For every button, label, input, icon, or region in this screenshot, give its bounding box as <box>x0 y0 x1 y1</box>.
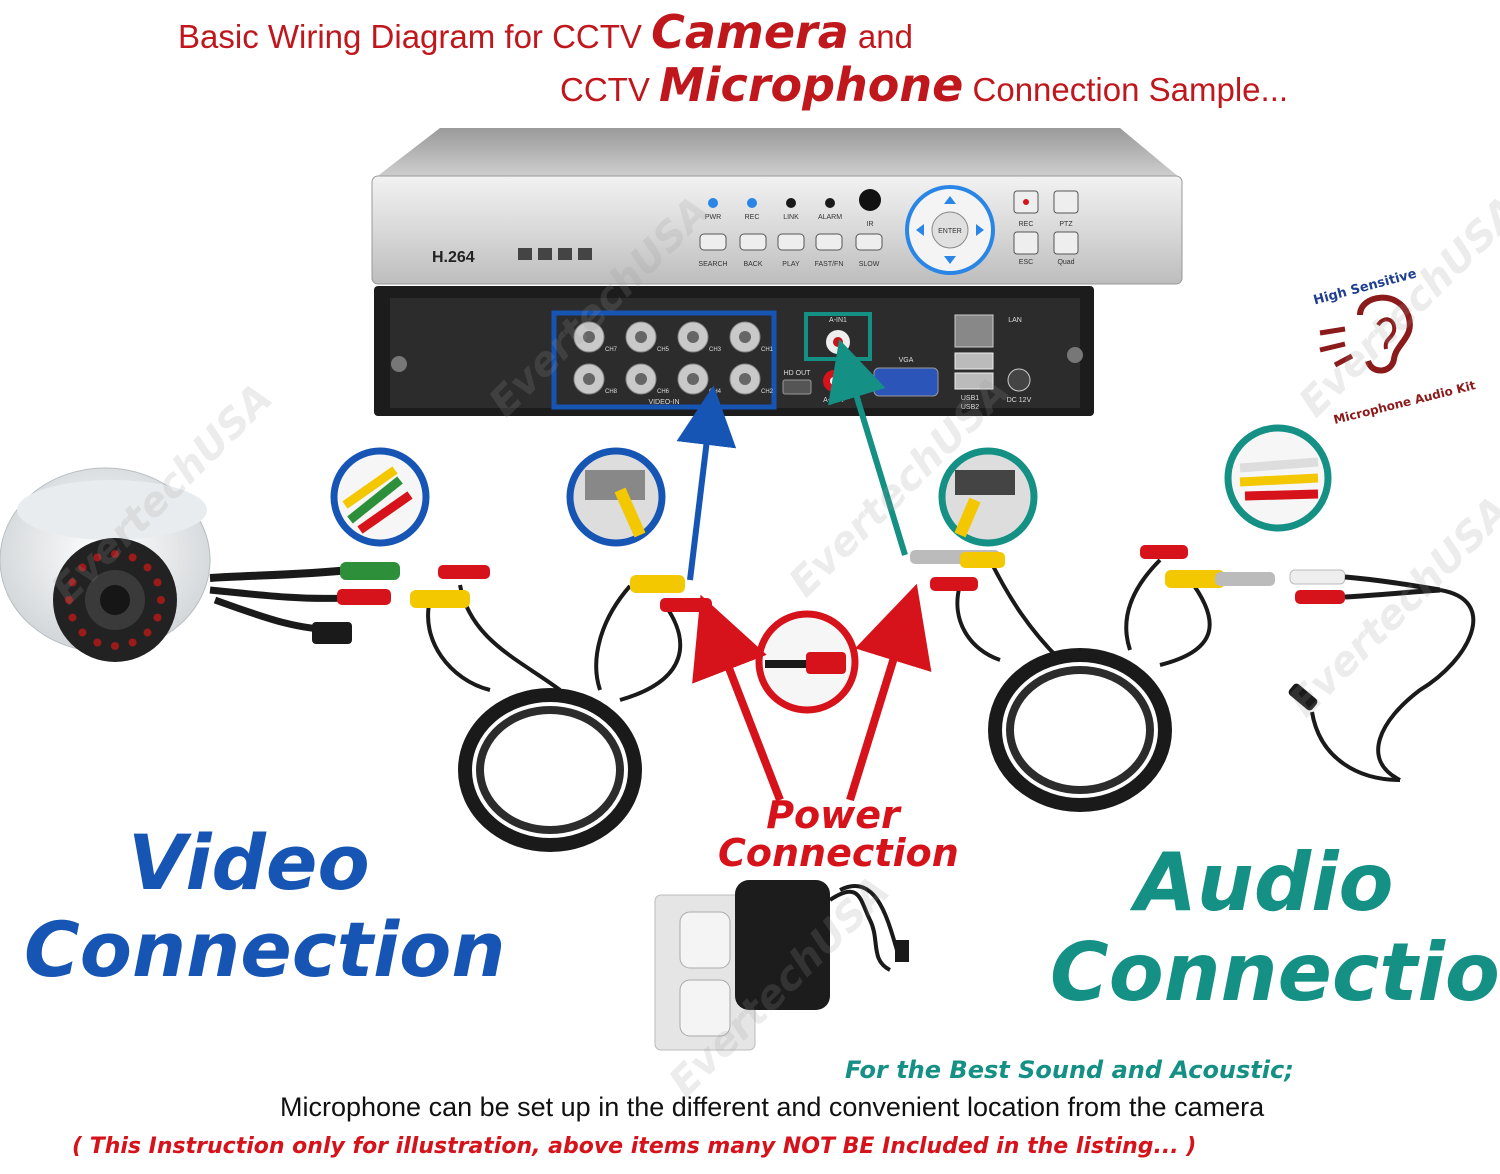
ir-led <box>69 614 77 622</box>
quad-label: Quad <box>1057 259 1074 266</box>
camera-power-plug <box>337 589 391 605</box>
lan-port <box>955 315 993 347</box>
bnc-channel-label: CH4 <box>709 389 722 395</box>
ir-led <box>111 642 119 650</box>
bnc-channel-label: CH8 <box>605 389 618 395</box>
lan-label: LAN <box>1008 317 1022 324</box>
bnc-channel-label: CH3 <box>709 347 722 353</box>
video-cable-coil <box>410 565 712 845</box>
search-label: SEARCH <box>698 261 727 268</box>
bnc-port-center <box>687 373 699 385</box>
bnc-channel-label: CH5 <box>657 347 670 353</box>
audio-label-line1: Audio <box>1135 843 1394 923</box>
esc-label: ESC <box>1019 259 1033 266</box>
watermark-5: EvertechUSA <box>1280 488 1500 726</box>
dvr-logo-1 <box>518 248 532 260</box>
bnc-port-center <box>583 373 595 385</box>
dvr-logo-2 <box>538 248 552 260</box>
power-plug-tip <box>895 940 909 962</box>
ir-sensor <box>859 189 881 211</box>
rec-led <box>747 198 757 208</box>
bnc-channel-label: CH1 <box>761 347 774 353</box>
bnc-port-center <box>635 331 647 343</box>
rec-btn-label: REC <box>1019 221 1034 228</box>
audio-in-label: A-IN1 <box>829 317 847 324</box>
alarm-led <box>825 198 835 208</box>
dvr-top-panel <box>375 128 1180 178</box>
note-microphone-location: Microphone can be set up in the differen… <box>280 1092 1264 1123</box>
bnc-channel-label: CH6 <box>657 389 670 395</box>
ir-led <box>93 638 101 646</box>
usb-port-1 <box>955 353 993 369</box>
dc-port <box>1008 369 1030 391</box>
dvr-dpad: ENTER <box>907 187 993 273</box>
ir-led <box>144 629 152 637</box>
back-label: BACK <box>743 261 762 268</box>
ir-led <box>153 614 161 622</box>
audio-out-label: A-OUT <box>823 397 846 404</box>
vga-port <box>874 368 938 396</box>
dvr-logo-3 <box>558 248 572 260</box>
bnc-port-center <box>739 331 751 343</box>
dvr-brand: H.264 <box>432 249 475 266</box>
hdmi-label: HD OUT <box>784 370 812 377</box>
vga-label: VGA <box>899 357 914 364</box>
ir-led <box>78 629 86 637</box>
camera-video-plug <box>340 562 400 580</box>
dvr-logo-4 <box>578 248 592 260</box>
bnc-port-center <box>635 373 647 385</box>
ir-led <box>157 596 165 604</box>
power-label-line2: Connection <box>718 834 948 872</box>
alarm-label: ALARM <box>818 214 842 221</box>
ir-led <box>129 638 137 646</box>
camera-network-plug <box>312 622 352 644</box>
video-in-label: VIDEO-IN <box>648 399 679 406</box>
bnc-channel-label: CH7 <box>605 347 618 353</box>
ir-led <box>144 563 152 571</box>
video-label-line1: Video <box>128 825 370 901</box>
dvr-recorder: H.264 PWR REC LINK ALARM IR SEARCH BACK <box>372 128 1182 284</box>
outlet-upper <box>680 912 730 968</box>
video-label-line2: Connection <box>24 912 506 988</box>
power-arrow-right <box>850 622 905 800</box>
audio-cable-coil <box>910 545 1275 805</box>
ir-led <box>153 578 161 586</box>
enter-label: ENTER <box>938 228 962 235</box>
ir-label: IR <box>867 221 874 228</box>
pwr-led <box>708 198 718 208</box>
video-cable-bnc-right <box>630 575 685 593</box>
bnc-channel-label: CH2 <box>761 389 774 395</box>
audio-label-line2: Connection <box>1050 933 1500 1013</box>
note-illustration-disclaimer: ( This Instruction only for illustration… <box>72 1134 1196 1159</box>
detail-audio-connect <box>942 451 1034 543</box>
fast-label: FAST/FN <box>815 261 844 268</box>
slow-label: SLOW <box>859 261 880 268</box>
bnc-port-center <box>687 331 699 343</box>
bnc-port-center <box>739 373 751 385</box>
hdmi-port <box>783 380 811 394</box>
rec-label: REC <box>745 214 760 221</box>
power-label-line1: Power <box>718 796 948 834</box>
video-arrow <box>690 415 710 580</box>
video-cable-bnc-left <box>410 590 470 608</box>
ptz-label: PTZ <box>1059 221 1073 228</box>
power-label: Power Connection <box>718 796 948 872</box>
link-label: LINK <box>783 214 799 221</box>
note-best-sound: For the Best Sound and Acoustic; <box>845 1056 1294 1084</box>
play-label: PLAY <box>782 261 800 268</box>
link-led <box>786 198 796 208</box>
